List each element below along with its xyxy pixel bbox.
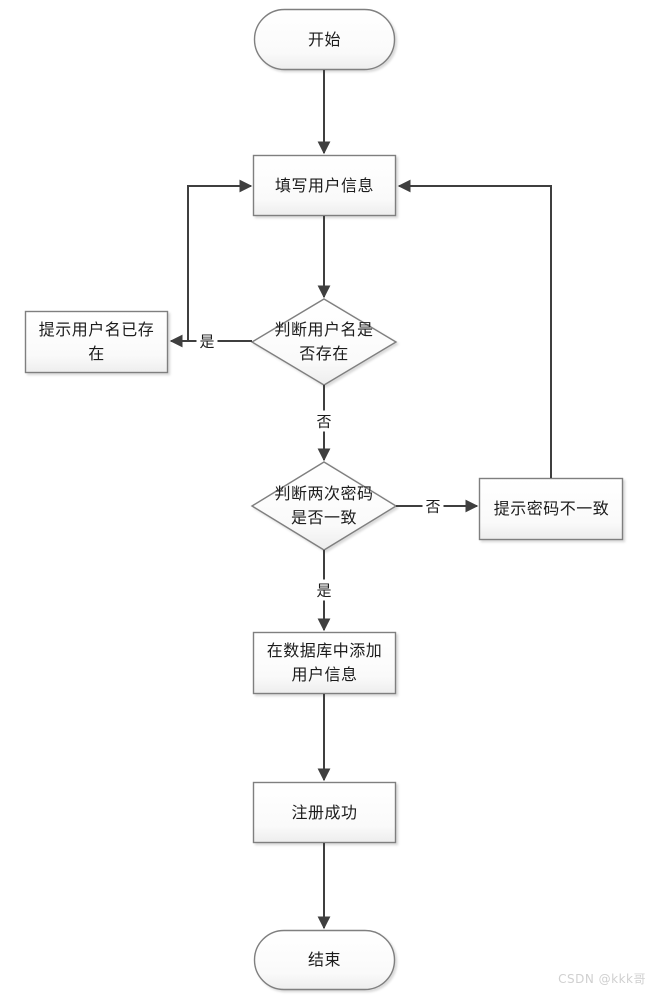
edge-label-username-exists-no: 否: [313, 410, 335, 432]
start-terminal-shape: [253, 8, 396, 71]
prompt-username-exists-shape: [24, 310, 169, 374]
end-terminal-shape: [253, 929, 396, 991]
check-passwords-diamond-shape: [250, 461, 398, 551]
watermark: CSDN @kkk哥: [558, 972, 646, 986]
edge-label-username-exists-yes: 是: [196, 330, 218, 352]
add-user-to-database-shape: [252, 631, 397, 695]
edge-prompt-password-return: [397, 179, 552, 478]
node-shapes: [24, 8, 624, 991]
edge-prompt-username-return: [187, 179, 253, 341]
fill-user-info-shape: [252, 154, 397, 217]
edge-label-passwords-match-yes: 是: [313, 579, 335, 601]
check-username-diamond-shape: [250, 298, 398, 386]
prompt-password-mismatch-shape: [478, 477, 624, 541]
edge-label-passwords-mismatch-no: 否: [422, 495, 444, 517]
register-success-shape: [252, 781, 397, 844]
